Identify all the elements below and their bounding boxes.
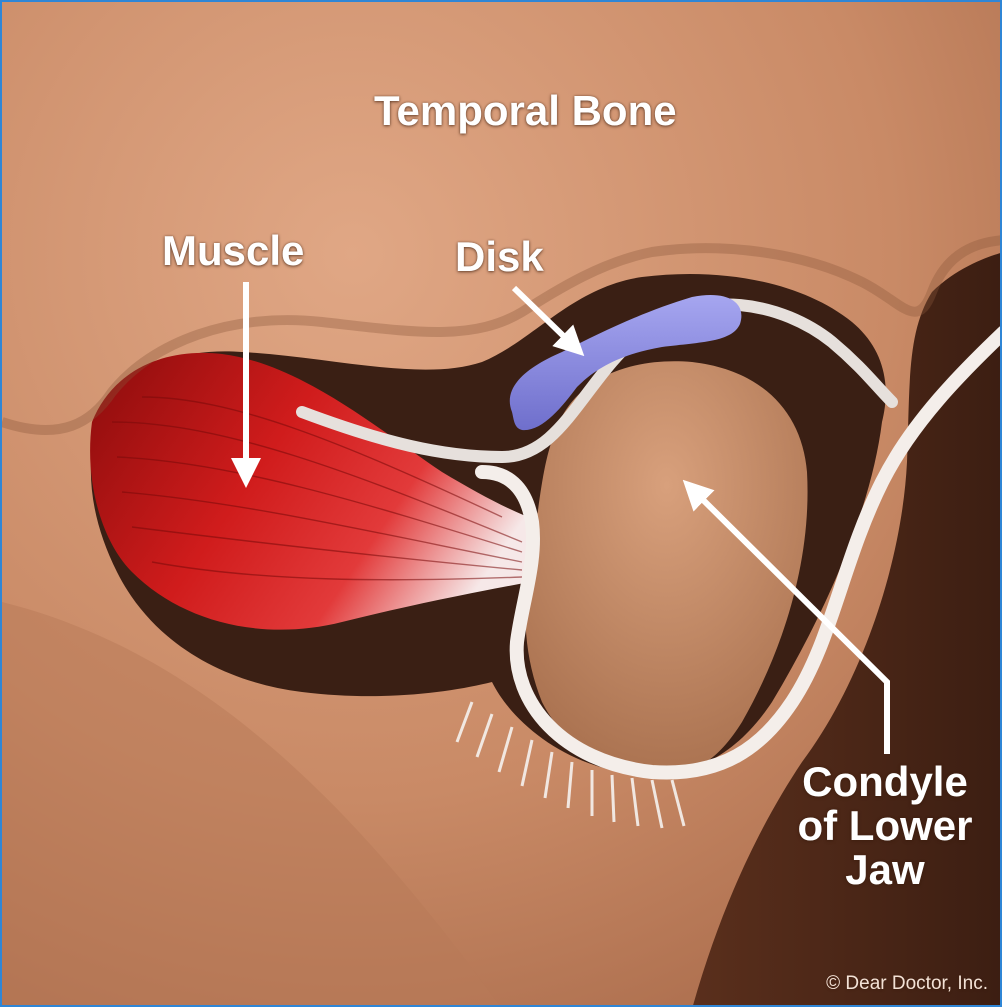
condyle-label-line3: Jaw — [770, 848, 1000, 892]
copyright-notice: © Dear Doctor, Inc. — [826, 974, 988, 993]
muscle-label: Muscle — [162, 230, 304, 272]
condyle-label-line1: Condyle — [770, 760, 1000, 804]
condyle-label-line2: of Lower — [770, 804, 1000, 848]
disk-label: Disk — [455, 236, 544, 278]
temporal-bone-label: Temporal Bone — [374, 90, 677, 132]
condyle-label: Condyle of Lower Jaw — [770, 760, 1000, 892]
